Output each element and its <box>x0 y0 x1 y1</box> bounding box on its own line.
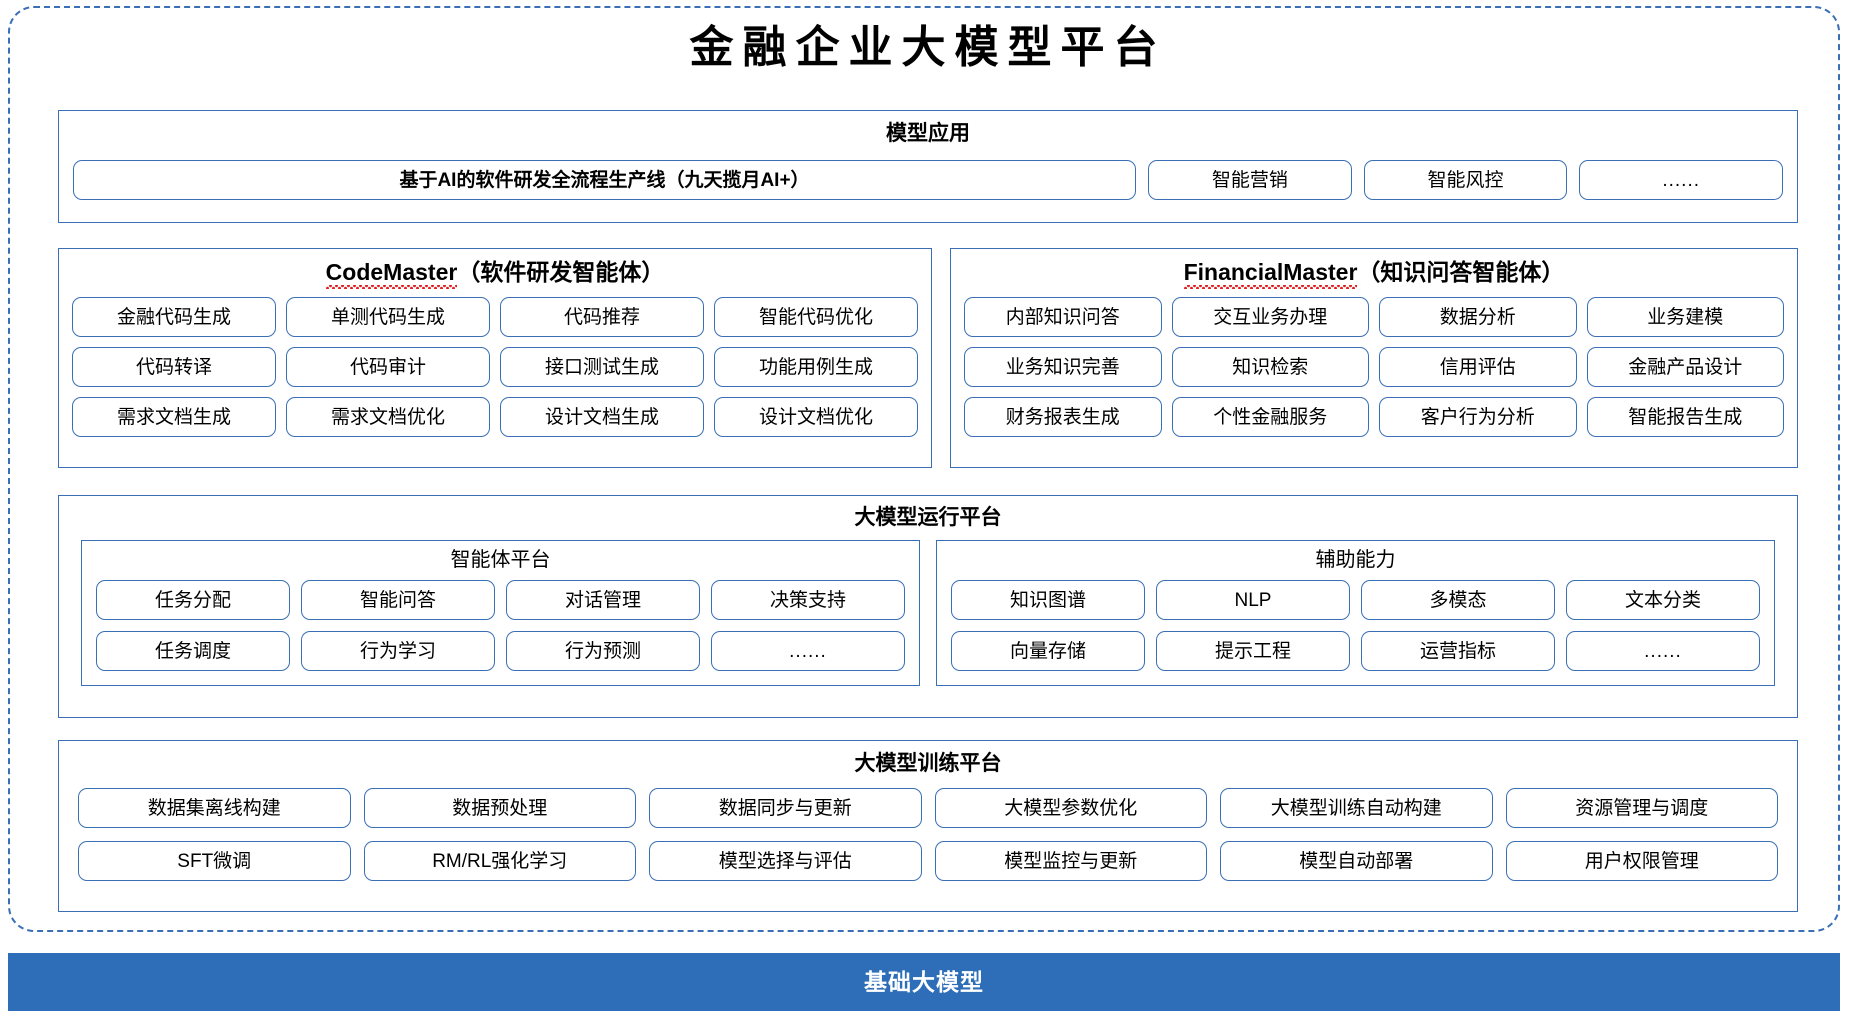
agent-platform-grid: 任务分配 智能问答 对话管理 决策支持 任务调度 行为学习 行为预测 .....… <box>96 580 905 671</box>
agent-platform-item[interactable]: 决策支持 <box>711 580 905 620</box>
financial-master-item[interactable]: 金融产品设计 <box>1586 347 1784 388</box>
training-platform-grid: 数据集离线构建 数据预处理 数据同步与更新 大模型参数优化 大模型训练自动构建 … <box>59 788 1797 881</box>
financial-master-item[interactable]: 业务知识完善 <box>964 347 1162 388</box>
financial-master-name-en: FinancialMaster <box>1183 259 1358 290</box>
training-platform-item[interactable]: 模型选择与评估 <box>649 841 922 881</box>
panel-title-code-master: CodeMaster（软件研发智能体） <box>59 259 931 290</box>
panel-title-financial-master: FinancialMaster（知识问答智能体） <box>951 259 1797 290</box>
code-master-name-en: CodeMaster <box>325 259 458 290</box>
code-master-item[interactable]: 设计文档优化 <box>714 397 918 438</box>
code-master-item[interactable]: 接口测试生成 <box>500 347 704 388</box>
financial-master-item[interactable]: 信用评估 <box>1379 347 1577 388</box>
panel-runtime-platform: 大模型运行平台 智能体平台 任务分配 智能问答 对话管理 决策支持 任务调度 行… <box>58 495 1798 718</box>
app-item-ai-pipeline[interactable]: 基于AI的软件研发全流程生产线（九天揽月AI+） <box>73 160 1136 200</box>
code-master-item[interactable]: 智能代码优化 <box>714 297 918 338</box>
code-master-item[interactable]: 代码推荐 <box>500 297 704 338</box>
app-item-smart-risk-control[interactable]: 智能风控 <box>1363 160 1568 200</box>
model-application-row: 基于AI的软件研发全流程生产线（九天揽月AI+） 智能营销 智能风控 .....… <box>59 160 1797 200</box>
financial-master-item[interactable]: 财务报表生成 <box>964 397 1162 438</box>
financial-master-item[interactable]: 客户行为分析 <box>1379 397 1577 438</box>
code-master-grid: 金融代码生成 单测代码生成 代码推荐 智能代码优化 代码转译 代码审计 接口测试… <box>59 297 931 438</box>
agent-platform-item[interactable]: 对话管理 <box>506 580 700 620</box>
agent-platform-item[interactable]: 智能问答 <box>301 580 495 620</box>
training-platform-item[interactable]: 大模型训练自动构建 <box>1220 788 1493 828</box>
subpanel-auxiliary-capability: 辅助能力 知识图谱 NLP 多模态 文本分类 向量存储 提示工程 运营指标 ..… <box>936 540 1775 686</box>
training-platform-item[interactable]: 数据集离线构建 <box>78 788 351 828</box>
code-master-name-cn: （软件研发智能体） <box>457 259 665 285</box>
auxiliary-capability-item-more[interactable]: ...... <box>1566 631 1760 671</box>
app-item-smart-marketing[interactable]: 智能营销 <box>1148 160 1352 200</box>
training-platform-item[interactable]: SFT微调 <box>78 841 351 881</box>
financial-master-item[interactable]: 知识检索 <box>1171 347 1369 388</box>
panel-title-training-platform: 大模型训练平台 <box>854 752 1002 775</box>
panel-training-platform: 大模型训练平台 数据集离线构建 数据预处理 数据同步与更新 大模型参数优化 大模… <box>58 740 1798 912</box>
footer-label: 基础大模型 <box>864 968 984 995</box>
financial-master-item[interactable]: 个性金融服务 <box>1171 397 1369 438</box>
agent-platform-item[interactable]: 行为预测 <box>506 631 700 671</box>
subpanel-title-auxiliary-capability: 辅助能力 <box>1315 549 1396 571</box>
financial-master-item[interactable]: 智能报告生成 <box>1586 397 1784 438</box>
panel-code-master: CodeMaster（软件研发智能体） 金融代码生成 单测代码生成 代码推荐 智… <box>58 248 932 468</box>
code-master-item[interactable]: 代码审计 <box>286 347 490 388</box>
auxiliary-capability-item[interactable]: 提示工程 <box>1156 631 1350 671</box>
panel-financial-master: FinancialMaster（知识问答智能体） 内部知识问答 交互业务办理 数… <box>950 248 1798 468</box>
panel-model-application: 模型应用 基于AI的软件研发全流程生产线（九天揽月AI+） 智能营销 智能风控 … <box>58 110 1798 223</box>
subpanel-title-agent-platform: 智能体平台 <box>450 549 551 571</box>
code-master-item[interactable]: 需求文档生成 <box>72 397 276 438</box>
runtime-columns: 智能体平台 任务分配 智能问答 对话管理 决策支持 任务调度 行为学习 行为预测… <box>59 540 1797 686</box>
code-master-item[interactable]: 金融代码生成 <box>72 297 276 338</box>
financial-master-item[interactable]: 交互业务办理 <box>1171 297 1369 338</box>
panel-title-model-application: 模型应用 <box>886 122 970 145</box>
auxiliary-capability-item[interactable]: 向量存储 <box>951 631 1145 671</box>
training-platform-item[interactable]: 数据预处理 <box>363 788 636 828</box>
code-master-item[interactable]: 功能用例生成 <box>714 347 918 388</box>
training-platform-item[interactable]: 资源管理与调度 <box>1505 788 1778 828</box>
training-platform-item[interactable]: 数据同步与更新 <box>649 788 922 828</box>
agent-platform-item[interactable]: 行为学习 <box>301 631 495 671</box>
training-platform-item[interactable]: 大模型参数优化 <box>934 788 1207 828</box>
agent-platform-item-more[interactable]: ...... <box>711 631 905 671</box>
financial-master-item[interactable]: 内部知识问答 <box>964 297 1162 338</box>
training-platform-item[interactable]: 用户权限管理 <box>1505 841 1778 881</box>
auxiliary-capability-item[interactable]: 文本分类 <box>1566 580 1760 620</box>
code-master-item[interactable]: 需求文档优化 <box>286 397 490 438</box>
financial-master-item[interactable]: 数据分析 <box>1379 297 1577 338</box>
financial-master-name-cn: （知识问答智能体） <box>1357 259 1565 285</box>
auxiliary-capability-item[interactable]: 多模态 <box>1361 580 1555 620</box>
auxiliary-capability-item[interactable]: NLP <box>1156 580 1350 620</box>
training-platform-item[interactable]: 模型监控与更新 <box>934 841 1207 881</box>
footer-base-model-bar: 基础大模型 <box>8 953 1840 1011</box>
training-platform-item[interactable]: 模型自动部署 <box>1220 841 1493 881</box>
page-title: 金融企业大模型平台 <box>689 23 1167 72</box>
financial-master-item[interactable]: 业务建模 <box>1586 297 1784 338</box>
agent-platform-item[interactable]: 任务分配 <box>96 580 290 620</box>
training-platform-item[interactable]: RM/RL强化学习 <box>363 841 636 881</box>
app-item-more[interactable]: ...... <box>1579 160 1784 200</box>
code-master-item[interactable]: 单测代码生成 <box>286 297 490 338</box>
agent-platform-item[interactable]: 任务调度 <box>96 631 290 671</box>
panel-title-runtime-platform: 大模型运行平台 <box>854 506 1002 529</box>
subpanel-agent-platform: 智能体平台 任务分配 智能问答 对话管理 决策支持 任务调度 行为学习 行为预测… <box>81 540 920 686</box>
financial-master-grid: 内部知识问答 交互业务办理 数据分析 业务建模 业务知识完善 知识检索 信用评估… <box>951 297 1797 438</box>
auxiliary-capability-grid: 知识图谱 NLP 多模态 文本分类 向量存储 提示工程 运营指标 ...... <box>951 580 1760 671</box>
auxiliary-capability-item[interactable]: 运营指标 <box>1361 631 1555 671</box>
code-master-item[interactable]: 代码转译 <box>72 347 276 388</box>
code-master-item[interactable]: 设计文档生成 <box>500 397 704 438</box>
auxiliary-capability-item[interactable]: 知识图谱 <box>951 580 1145 620</box>
